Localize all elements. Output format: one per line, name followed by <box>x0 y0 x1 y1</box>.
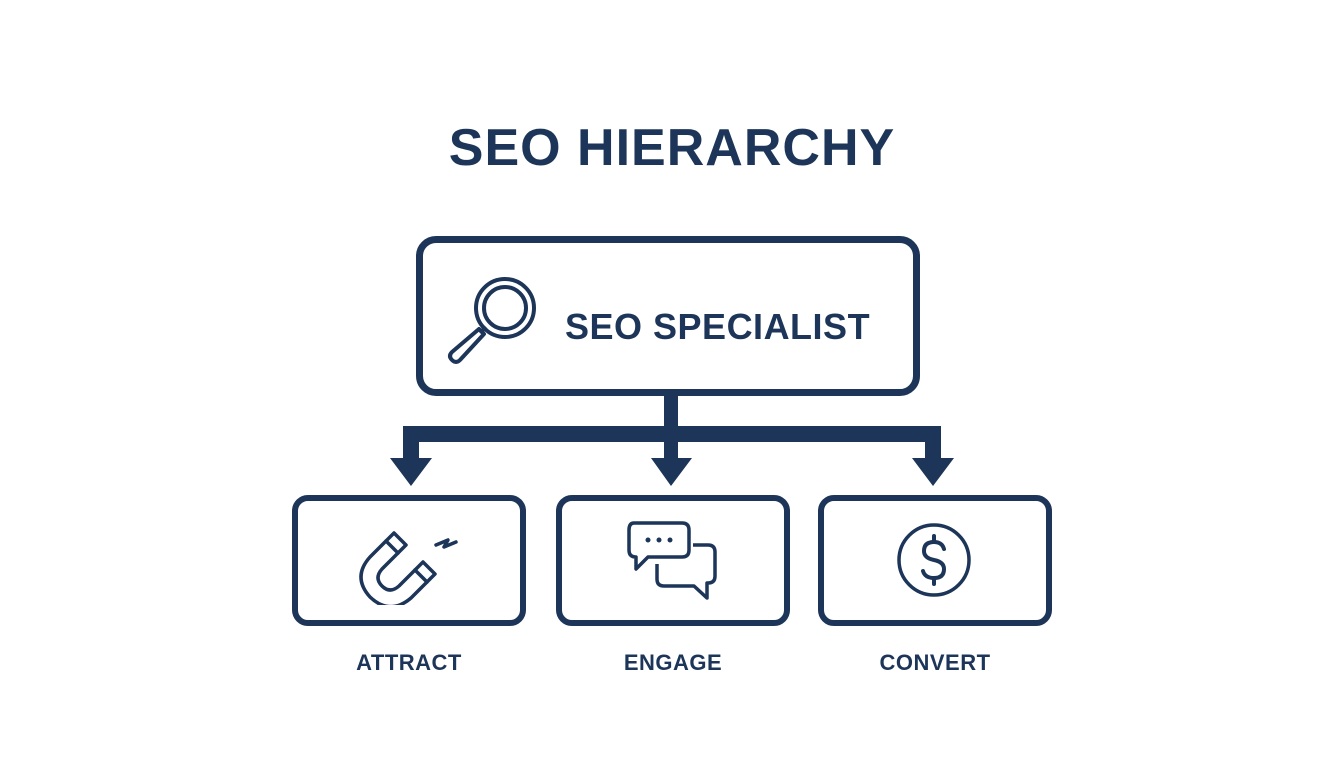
root-node-box <box>416 236 920 396</box>
convert-label: CONVERT <box>879 650 991 675</box>
engage-label: ENGAGE <box>623 650 723 675</box>
magnet-icon <box>359 531 458 605</box>
root-node-label: SEO SPECIALIST <box>565 306 871 347</box>
dollar-coin-icon <box>897 523 971 597</box>
diagram-title: SEO HIERARCHY <box>448 119 896 177</box>
chat-bubbles-icon <box>627 521 717 600</box>
attract-label: ATTRACT <box>356 650 462 675</box>
attract-node-box <box>292 495 526 626</box>
magnifying-glass-icon <box>448 277 536 364</box>
engage-node-box <box>556 495 790 626</box>
